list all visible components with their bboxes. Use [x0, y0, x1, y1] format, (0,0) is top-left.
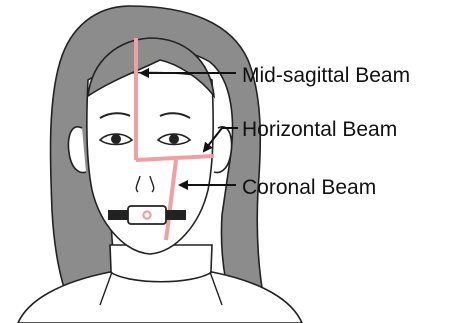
- label-mid-sagittal-beam: Mid-sagittal Beam: [242, 64, 410, 87]
- label-horizontal-beam: Horizontal Beam: [242, 118, 397, 141]
- label-coronal-beam: Coronal Beam: [242, 176, 376, 199]
